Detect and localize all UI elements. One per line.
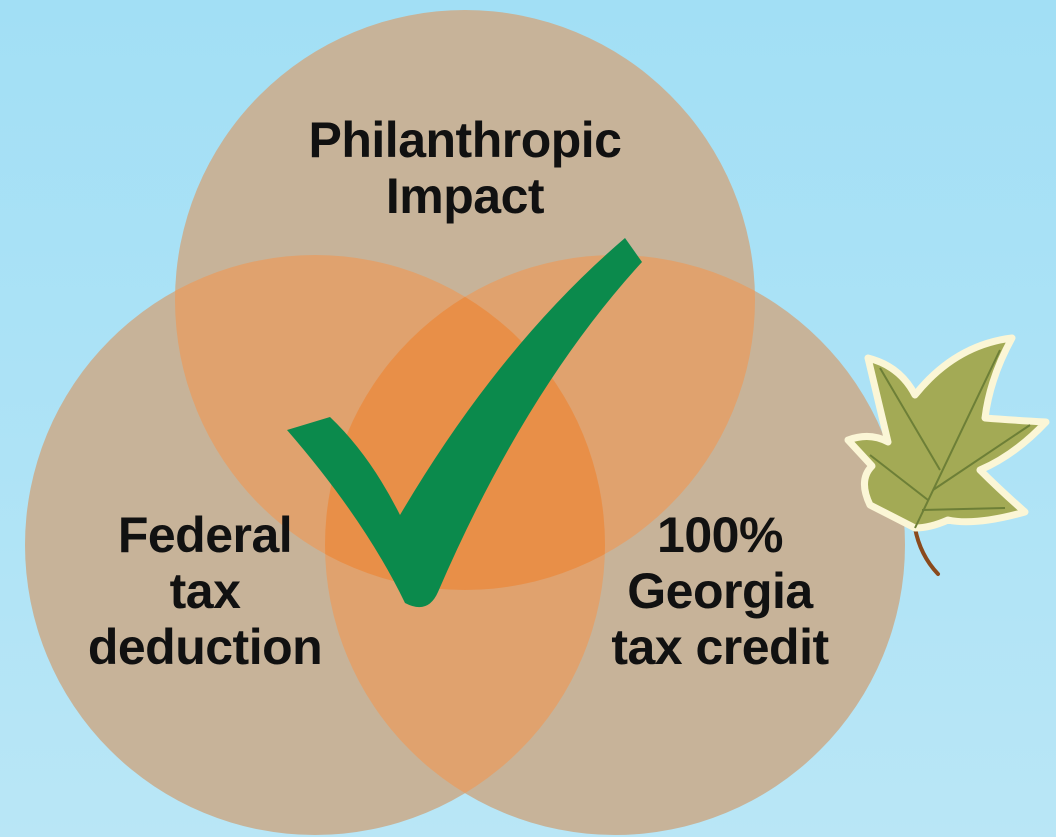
label-line: Impact xyxy=(385,168,545,224)
label-line: 100% xyxy=(657,507,783,563)
label-line: Federal xyxy=(117,507,293,563)
overlap-center xyxy=(325,255,605,590)
label-line: deduction xyxy=(87,619,323,675)
label-line: tax credit xyxy=(611,619,829,675)
label-philanthropic-impact: Philanthropic Impact xyxy=(265,112,665,224)
label-georgia-tax-credit: 100% Georgia tax credit xyxy=(545,507,895,675)
checkmark-icon xyxy=(287,238,642,608)
leaf-icon xyxy=(844,334,1050,576)
label-line: tax xyxy=(169,563,241,619)
label-line: Georgia xyxy=(627,563,813,619)
label-line: Philanthropic xyxy=(308,112,622,168)
label-federal-tax-deduction: Federal tax deduction xyxy=(25,507,385,675)
